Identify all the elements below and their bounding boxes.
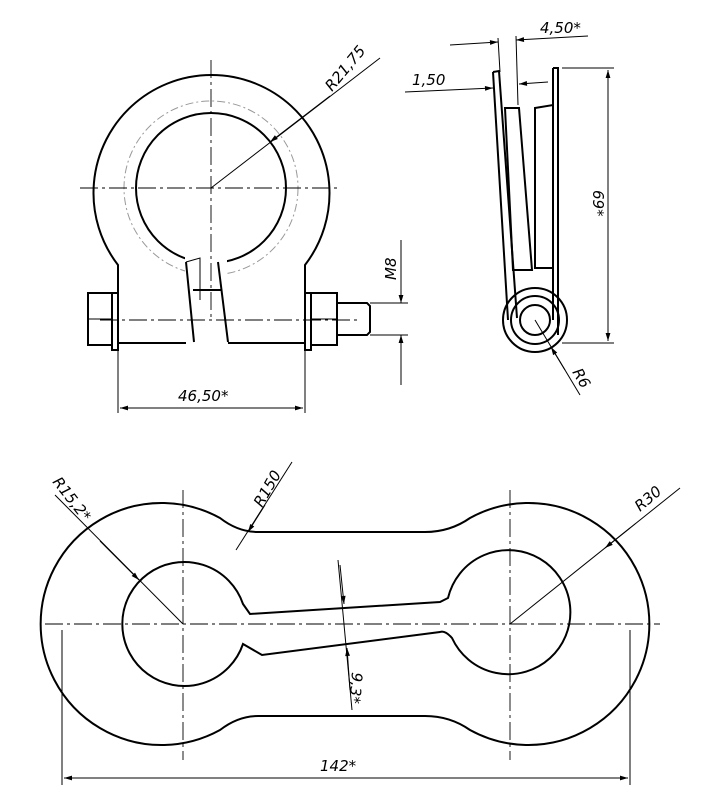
neck-radius-arrow: [247, 504, 266, 533]
bolt-stub: [337, 302, 371, 336]
front-width-label: 46,50*: [178, 387, 229, 405]
side-radius-arrow: [550, 346, 566, 371]
clamp-body: [92, 74, 331, 343]
width-extension-lines: [117, 345, 306, 413]
thickness-arrow-left: [404, 85, 494, 93]
flat-view: 142* R15,2* R150 R30 9,3*: [39, 461, 681, 785]
hole-radius-arrow: [99, 540, 140, 581]
side-roll-middle: [510, 295, 560, 345]
front-radius-label: R21,75: [321, 42, 369, 94]
front-centerlines: [80, 60, 360, 321]
side-bolt-section: [519, 304, 551, 336]
slot-arrow-top: [339, 564, 346, 605]
height-extension-lines: [562, 67, 614, 344]
side-height-label: 69*: [589, 190, 607, 217]
flat-outline: [39, 502, 651, 746]
clamp-slot: [185, 261, 229, 343]
side-width-arrow-left: [449, 40, 499, 46]
front-view: 46,50* M8 R21,75: [80, 42, 408, 413]
outer-radius-label: R30: [631, 482, 665, 515]
side-width-extension-lines: [497, 35, 519, 106]
side-radius-label: R6: [569, 365, 595, 391]
thread-extension-lines: [370, 302, 408, 336]
hole-radius-label: R15,2*: [49, 473, 95, 525]
length-extension-lines: [61, 630, 631, 785]
slot-label: 9,3*: [345, 672, 366, 705]
side-thickness-label: 1,50: [412, 71, 445, 89]
holes-and-slot: [121, 549, 572, 687]
slot-arrow-bottom: [345, 647, 351, 691]
side-inner-strips: [503, 103, 554, 271]
slot-tab: [185, 257, 201, 300]
outer-radius-arrow: [604, 527, 631, 549]
thread-label: M8: [382, 258, 400, 281]
side-width-label: 4,50*: [540, 19, 581, 37]
outer-radius-leader: [509, 487, 681, 625]
side-width-arrow-right: [515, 35, 589, 42]
thickness-arrow-right: [518, 81, 549, 86]
length-label: 142*: [320, 757, 357, 775]
flat-centerlines: [45, 490, 660, 760]
side-view: 69* 4,50* 1,50 R6: [404, 19, 614, 396]
neck-radius-label: R150: [250, 467, 285, 510]
side-roll-outer: [502, 287, 568, 353]
front-radius-arrow: [269, 95, 331, 143]
